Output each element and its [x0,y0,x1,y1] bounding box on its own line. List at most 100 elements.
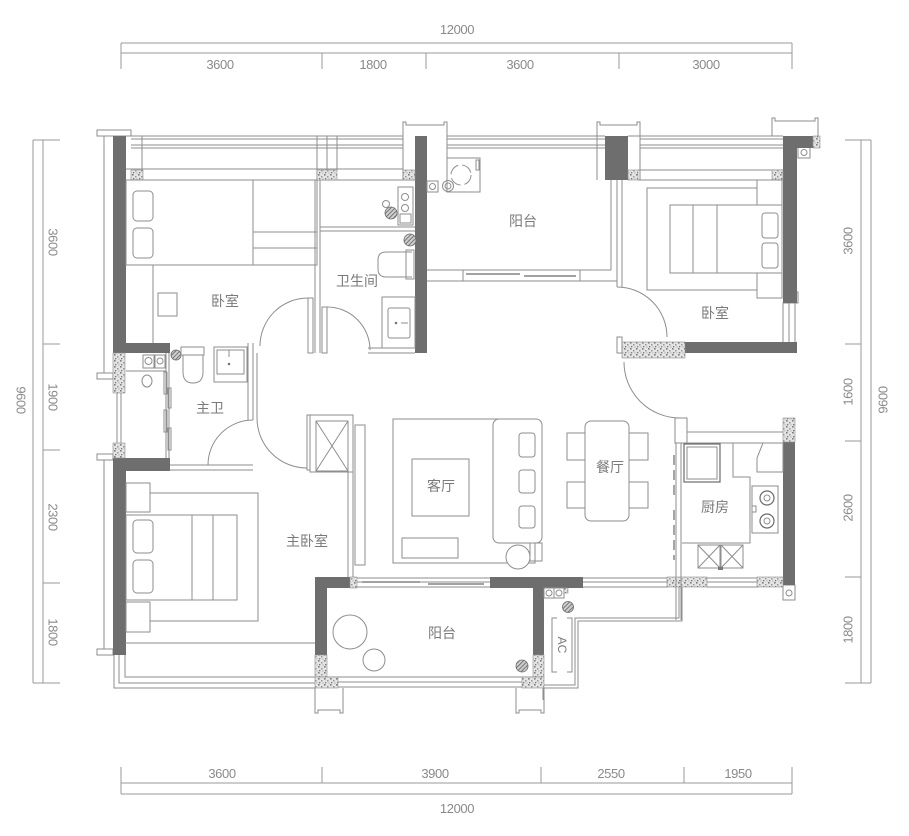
door-swing [256,417,308,469]
table [332,614,368,650]
pillow [132,190,154,222]
refrigerator [683,443,721,483]
door-swing [207,419,254,466]
chair [628,432,649,461]
dimension-segment: 1950 [724,766,751,781]
nightstand [125,482,151,513]
washing-machine [446,157,481,193]
dimension-segment: 3000 [692,57,719,72]
dining-table [584,420,630,522]
floor-drain-icon [403,233,417,247]
dimension-total-bottom: 12000 [440,801,474,816]
room-labels: 卧室 卫生间 阳台 卧室 主卫 客厅 餐厅 厨房 主卧室 阳台 [196,214,729,642]
label-bedroom-nw: 卧室 [211,293,239,310]
entry-door-swing [623,361,681,419]
dimension-segment: 3600 [46,228,61,255]
label-balcony-north: 阳台 [509,214,537,230]
toilet [182,355,204,384]
shower-fixture [397,186,414,226]
dimension-segment: 3900 [421,766,448,781]
dimension-segment: 1800 [841,616,856,643]
ac-label: AC [555,637,569,654]
counter [682,443,751,544]
label-master-bedroom: 主卧室 [286,533,328,550]
nightstand [756,272,783,299]
pillow [132,519,154,554]
dimension-right: 3600 1600 2600 1800 9600 [841,139,891,684]
label-living-room: 客厅 [427,478,455,495]
door-leaf [307,297,314,354]
floor-drain-icon [384,206,398,220]
dimension-total-right: 9600 [876,386,891,413]
door-swing [326,306,371,351]
side-table [505,544,531,570]
label-kitchen: 厨房 [701,500,729,516]
label-bedroom-ne: 卧室 [701,305,729,322]
chair [566,481,586,509]
dimension-top: 12000 3600 1800 3600 3000 [120,22,793,72]
ac-unit: AC [551,617,573,673]
label-dining-room: 餐厅 [596,460,624,476]
label-balcony-south: 阳台 [428,626,456,642]
dimension-bottom: 3600 3900 2550 1950 12000 [120,766,793,816]
sink [213,346,248,383]
dimension-segment: 3600 [208,766,235,781]
balcony-north [426,157,617,282]
pillow [132,227,154,259]
bed-frame [150,492,259,622]
dining-room [566,361,681,522]
chair [628,481,649,509]
coffee-table [411,458,470,517]
pillow [761,212,779,239]
structural-walls [113,136,813,655]
nightstand [756,179,783,208]
dimension-left: 3600 1900 2300 1800 9600 [14,139,61,684]
tv-cabinet [354,424,366,566]
range-hood [756,442,784,473]
door-leaf [321,306,328,354]
bathroom [320,186,417,354]
pillow [761,242,779,269]
bed [669,204,783,274]
floor-drain-icon [515,659,529,673]
desk [157,292,178,317]
master-bath [126,343,254,471]
door-swing [259,297,309,347]
wardrobe [252,179,318,266]
toilet [377,251,412,278]
label-master-bath: 主卫 [196,401,224,417]
dimension-total-left: 9600 [14,386,29,413]
nightstand [125,601,151,633]
floor-drain-icon [562,601,574,613]
bed [125,514,238,601]
dimension-segment: 3600 [206,57,233,72]
glass-door [163,371,168,395]
dimension-total-top: 12000 [440,22,474,37]
dimension-segment: 1800 [46,618,61,645]
chair [566,432,586,461]
stool [362,648,386,672]
dimension-segment: 2600 [841,494,856,521]
floor-drain-icon [170,349,182,361]
balcony-south: AC [332,587,574,673]
pillow [132,559,154,594]
dimension-segment: 1900 [46,383,61,410]
shaft [309,414,354,473]
dimension-segment: 3600 [506,57,533,72]
dimension-segment: 3600 [841,227,856,254]
label-bathroom: 卫生间 [336,274,378,290]
kitchen [673,417,784,620]
corridor [256,353,366,577]
bench [401,537,459,559]
sink [697,544,721,569]
bed [125,179,254,266]
dimension-segment: 2550 [597,766,624,781]
dimension-segment: 1800 [359,57,386,72]
sofa [492,418,543,544]
master-bedroom [125,482,315,644]
dimension-segment: 1600 [841,378,856,405]
dimension-segment: 2300 [46,503,61,530]
structural-columns [112,135,821,689]
living-room [392,418,543,570]
